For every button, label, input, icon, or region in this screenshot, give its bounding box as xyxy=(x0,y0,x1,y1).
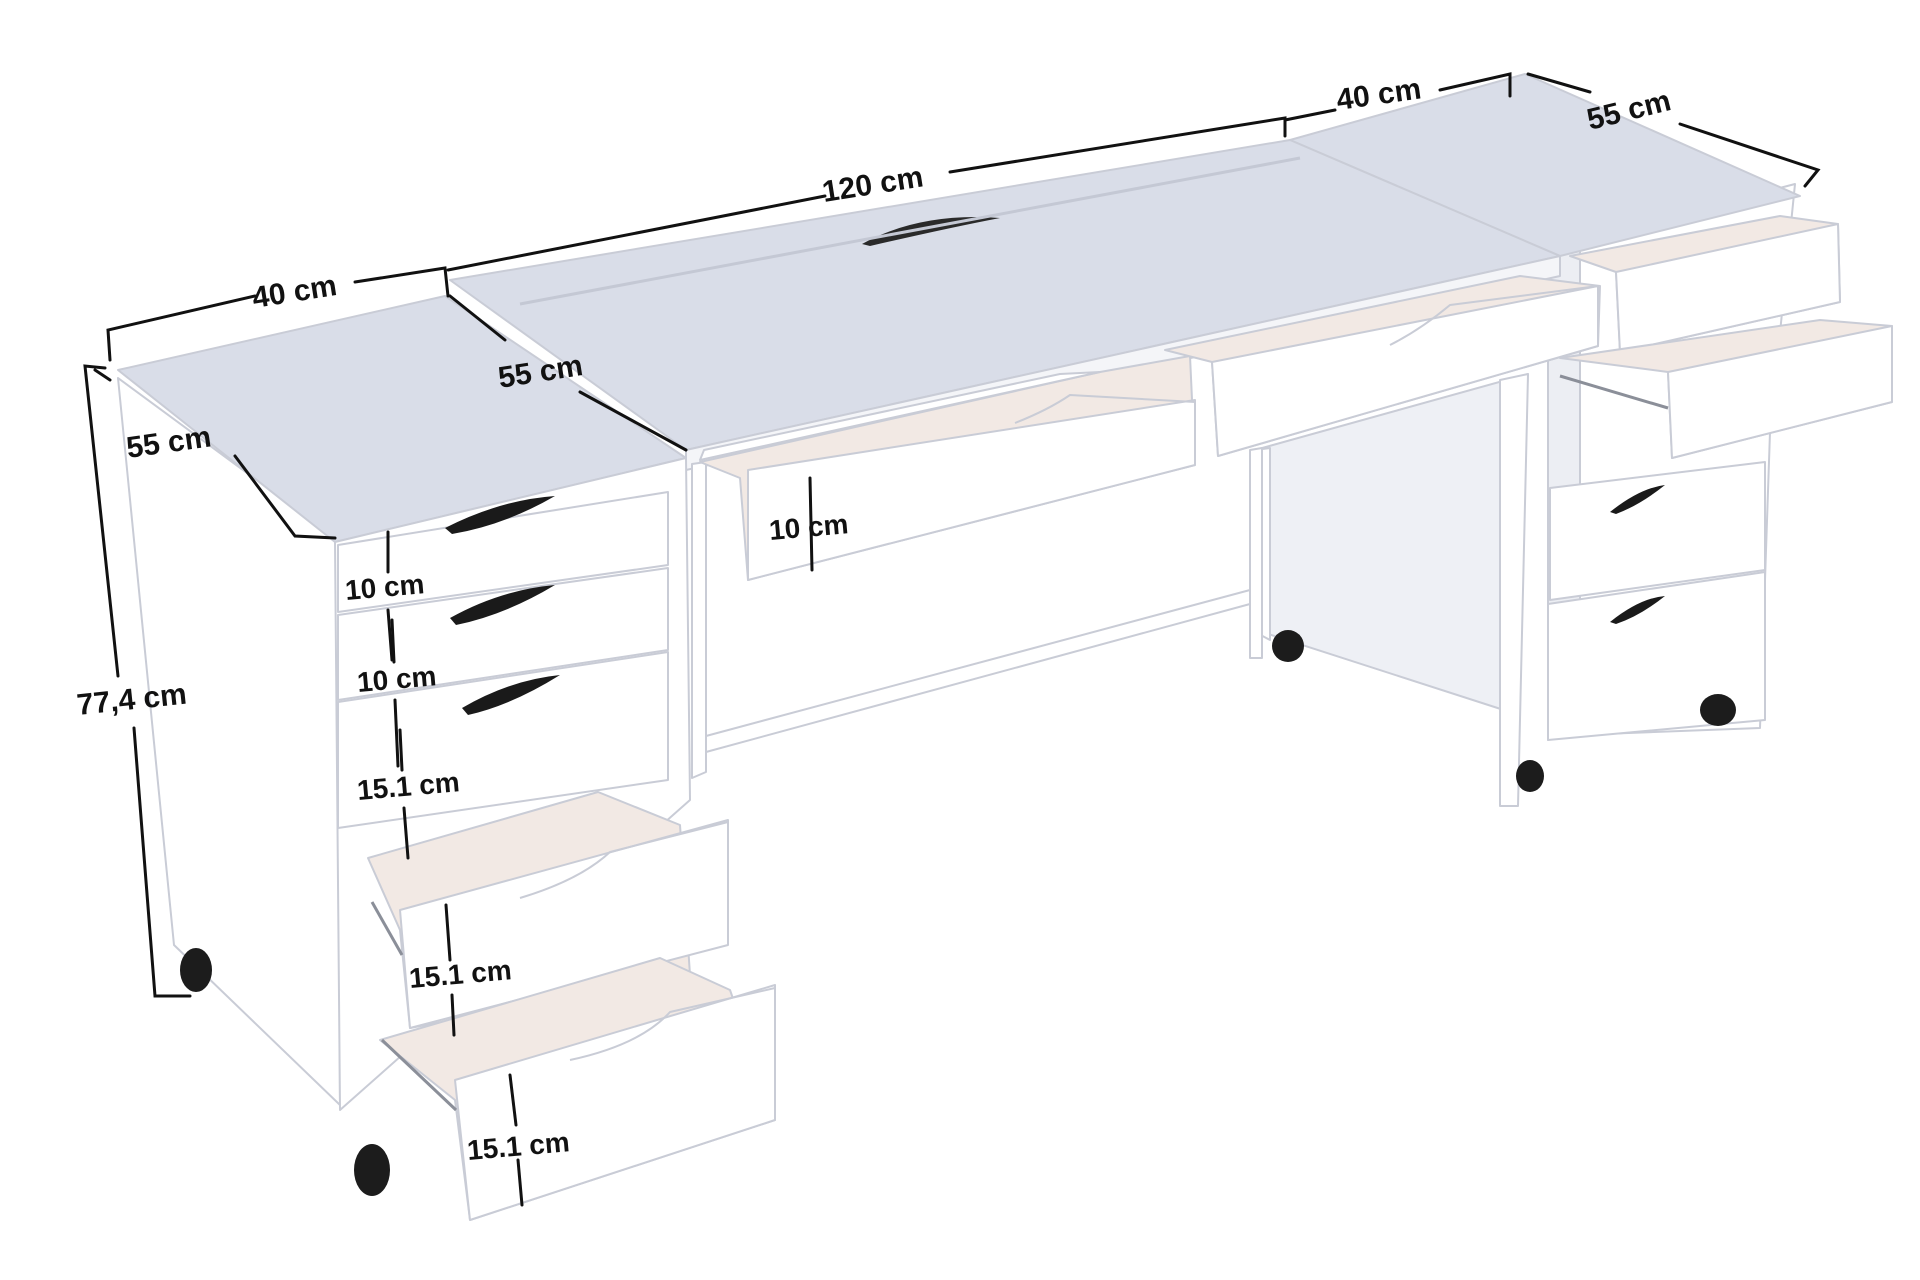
left-cabinet-drawer-5 xyxy=(379,957,776,1221)
dim-line-left-width xyxy=(106,294,257,362)
dim-line-center-drawer xyxy=(808,476,814,572)
dim-label-left-width: 40 cm xyxy=(250,269,339,315)
dim-line-center-depth xyxy=(448,294,507,342)
casters xyxy=(180,630,1736,1196)
desk-rail xyxy=(705,589,1251,753)
left-cabinet-drawer-4 xyxy=(367,791,729,1029)
right-cabinet-drawer-3 xyxy=(1549,461,1766,601)
dim-line-left-drawer-5 xyxy=(508,1073,518,1127)
dim-line-left-drawer-4 xyxy=(444,903,452,962)
caster-icon xyxy=(1700,694,1736,726)
desk-illustration xyxy=(117,73,1893,1221)
dim-line-right-width xyxy=(1283,108,1337,122)
caster-icon xyxy=(180,948,212,992)
dim-line-left-drawer-3 xyxy=(398,728,404,772)
dim-label-center-drawer: 10 cm xyxy=(768,508,850,546)
center-drawer-left xyxy=(699,355,1196,581)
left-cabinet-drawer-1 xyxy=(337,491,669,613)
desk-leg-front-right xyxy=(1249,447,1263,659)
dim-label-left-drawer-2: 10 cm xyxy=(356,660,438,698)
center-drawer-right xyxy=(1164,275,1601,457)
dim-line-left-drawer-2 xyxy=(390,618,396,664)
right-drawer-3-handle xyxy=(1610,485,1665,514)
desk-cable-slot xyxy=(862,217,1000,246)
dim-label-center-width: 120 cm xyxy=(820,160,926,209)
desk-leg-front-left xyxy=(691,461,707,779)
left-cabinet-drawer-3 xyxy=(337,651,669,829)
right-drawer-4-handle xyxy=(1610,596,1665,624)
dim-line-center-width xyxy=(446,194,827,272)
right-cabinet-drawer-1 xyxy=(1569,215,1841,353)
caster-icon xyxy=(1516,760,1544,792)
caster-icon xyxy=(354,1144,390,1196)
right-cabinet-drawer-2 xyxy=(1559,319,1893,459)
dimension-lines xyxy=(83,72,1821,1207)
dim-line-right-depth xyxy=(1526,72,1592,94)
dim-label-left-drawer-1: 10 cm xyxy=(344,568,426,606)
dim-line-height xyxy=(83,364,120,678)
left-cabinet-drawer-2 xyxy=(337,567,669,701)
caster-icon xyxy=(1272,630,1304,662)
dim-line-left-depth xyxy=(93,368,112,382)
